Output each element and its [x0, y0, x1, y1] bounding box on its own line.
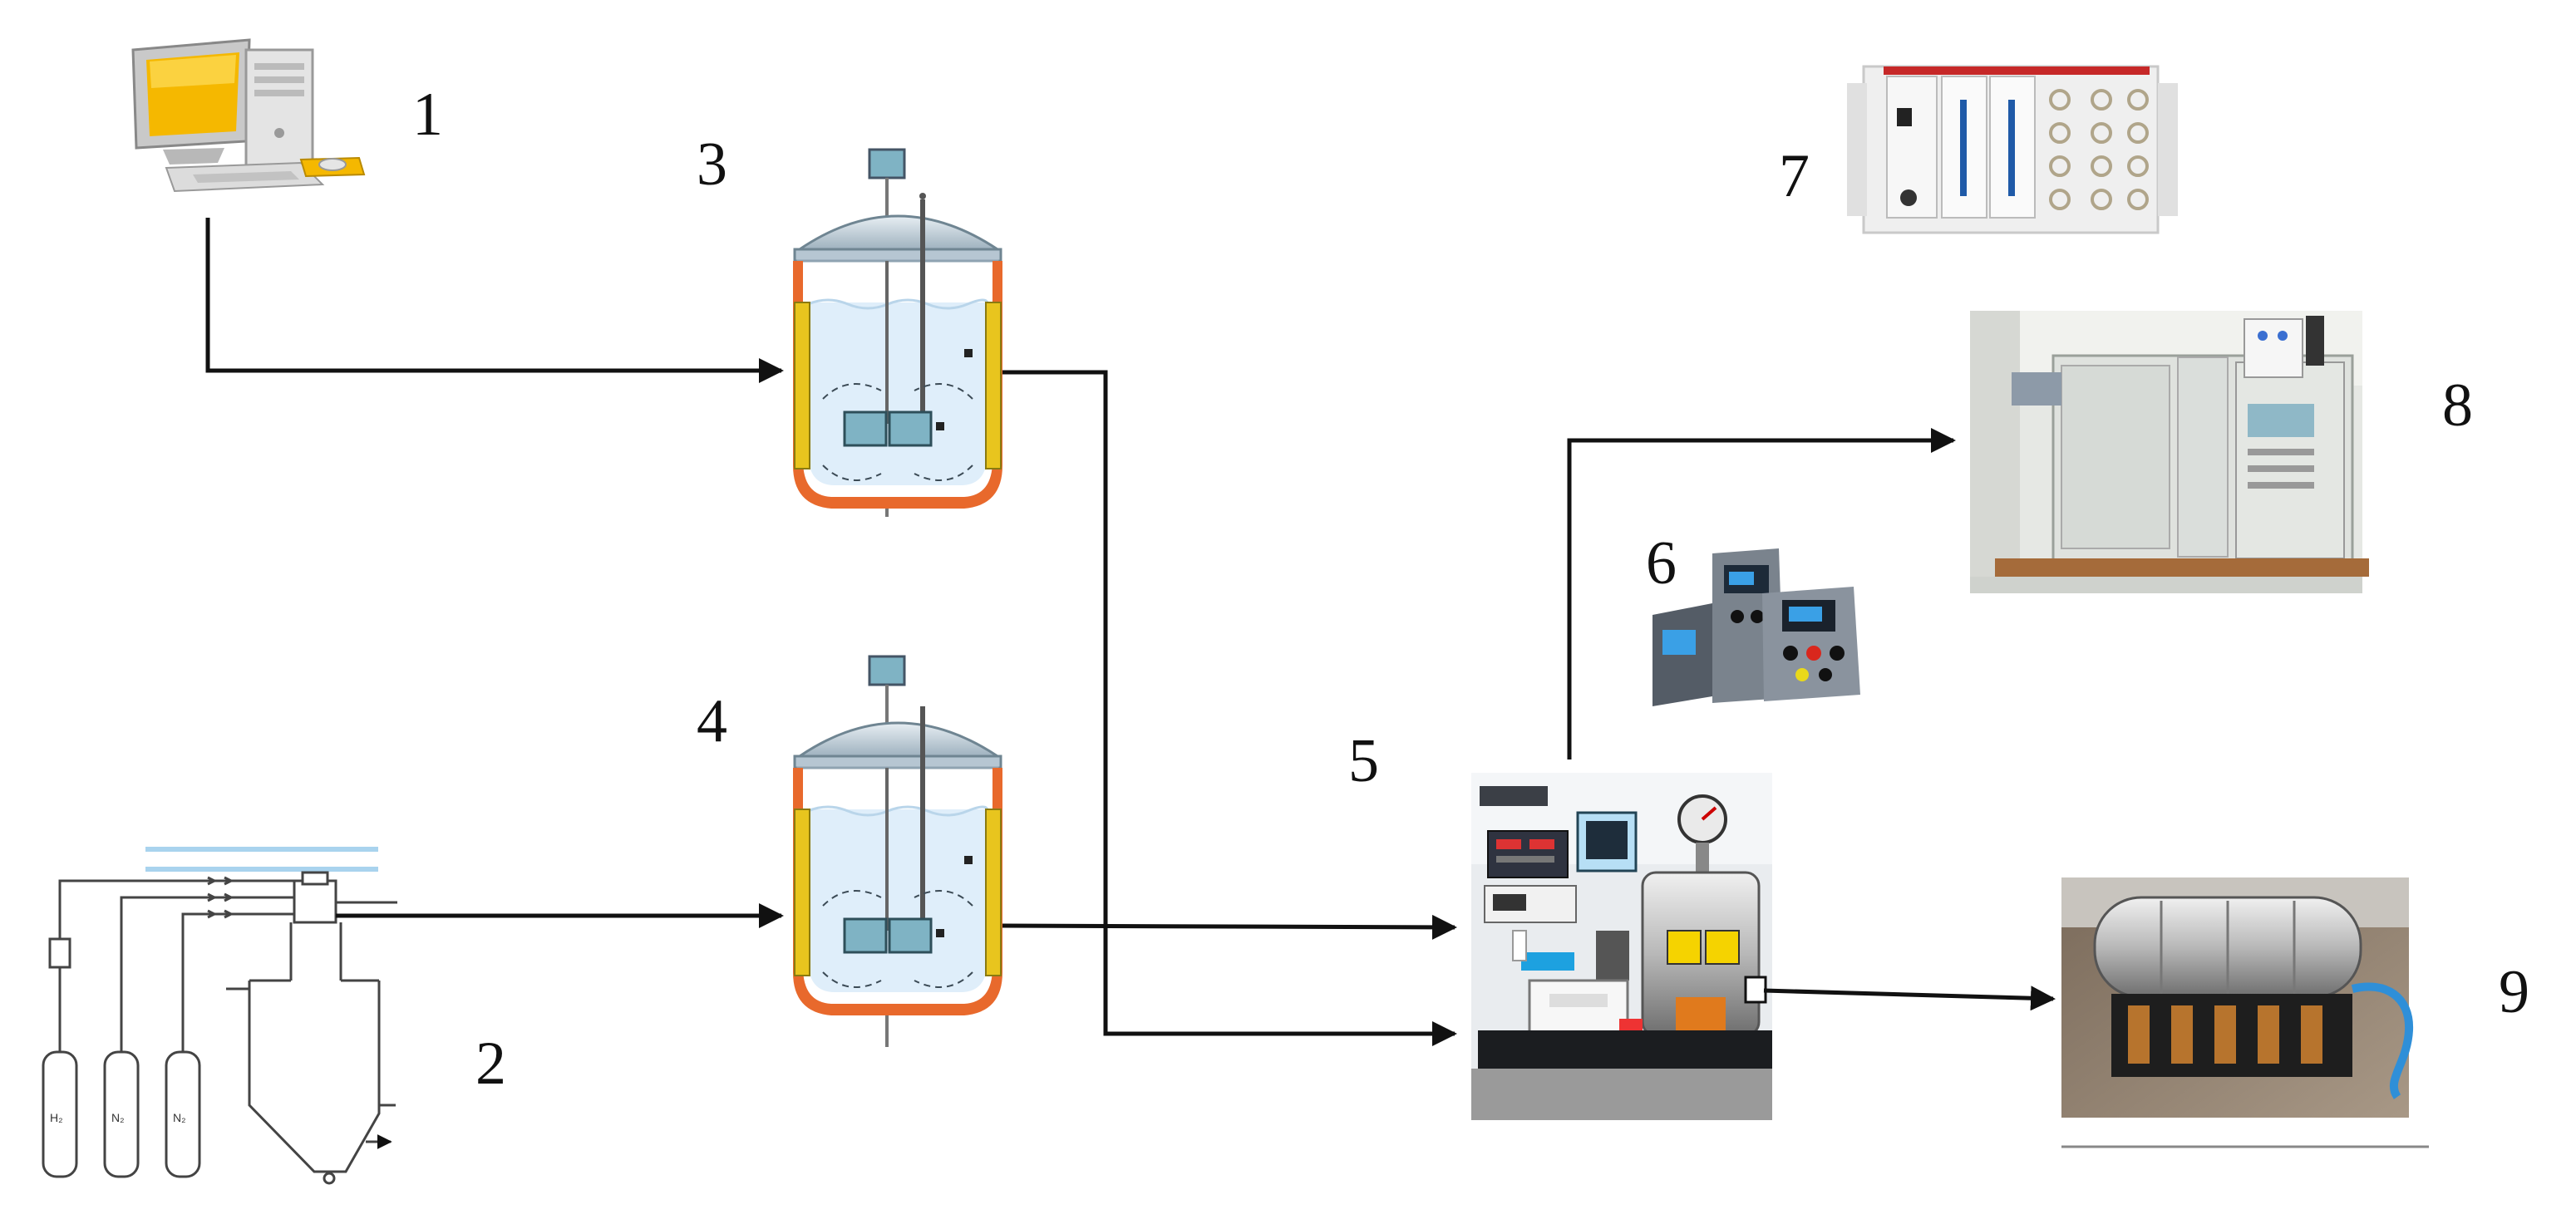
- label-gas-chromatograph: 8: [2442, 371, 2473, 440]
- data-acquisition-icon: [1847, 65, 2178, 234]
- label-reactor-b: 4: [697, 687, 727, 755]
- engine-module-icon: [2061, 877, 2429, 1148]
- label-gas-generator: 2: [475, 1030, 506, 1098]
- connectors: [205, 218, 2056, 1046]
- label-controllers: 6: [1646, 529, 1677, 597]
- arrow-bench-to-chromatograph: [1567, 428, 1956, 759]
- test-bench-icon: [1471, 773, 1772, 1120]
- cylinder-label: N₂: [173, 1111, 186, 1124]
- label-computer: 1: [412, 81, 443, 149]
- cylinder-labels: H₂ N₂ N₂: [50, 1111, 186, 1124]
- label-engine-module: 9: [2499, 958, 2529, 1026]
- arrow-bench-to-engine: [1763, 986, 2056, 1011]
- gas-generator-icon: [42, 847, 397, 1185]
- arrow-reactor-b-to-bench: [1002, 914, 1457, 940]
- stirred-reactor-icon: [793, 655, 1002, 1047]
- cylinder-label: H₂: [50, 1111, 63, 1124]
- computer-icon: [131, 38, 366, 193]
- label-reactor-a: 3: [697, 130, 727, 199]
- label-daq: 7: [1779, 142, 1810, 210]
- line-reactor-a-to-bench: [1002, 370, 1457, 1046]
- arrow-computer-to-reactor-a: [205, 218, 784, 383]
- cylinder-label: N₂: [111, 1111, 125, 1124]
- label-test-bench: 5: [1348, 727, 1379, 795]
- controller-icon: [1652, 548, 1860, 706]
- gas-chromatograph-icon: [1970, 311, 2369, 593]
- stirred-reactor-icon: [793, 148, 1002, 517]
